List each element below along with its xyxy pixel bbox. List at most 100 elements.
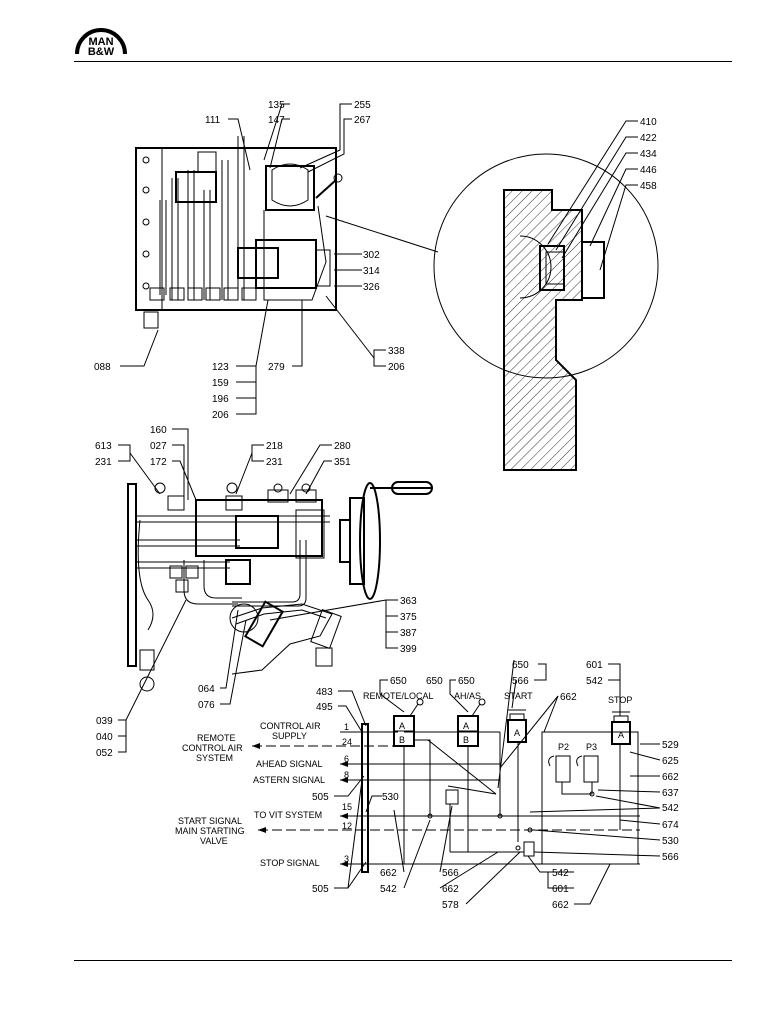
callout-674: 674 xyxy=(662,820,679,831)
callout-662a: 662 xyxy=(560,692,577,703)
callout-483: 483 xyxy=(316,687,333,698)
callout-542d: 542 xyxy=(552,868,569,879)
callout-052: 052 xyxy=(96,748,113,759)
valve-letter-a2: A xyxy=(463,721,469,731)
callout-387: 387 xyxy=(400,628,417,639)
callout-613: 613 xyxy=(95,441,112,452)
callout-650c: 650 xyxy=(426,676,443,687)
label-start-signal-1: START SIGNAL xyxy=(178,816,242,826)
terminal-24: 24 xyxy=(342,737,352,747)
callout-542b: 542 xyxy=(662,803,679,814)
label-start-signal-3: VALVE xyxy=(200,836,228,846)
callout-280: 280 xyxy=(334,441,351,452)
man-bw-logo: MAN B&W xyxy=(75,28,127,58)
callout-650b: 650 xyxy=(458,676,475,687)
label-p3: P3 xyxy=(586,742,597,752)
label-remote-local: REMOTE/LOCAL xyxy=(363,691,434,701)
callout-650d: 650 xyxy=(512,660,529,671)
terminal-15: 15 xyxy=(342,802,352,812)
callout-302: 302 xyxy=(363,250,380,261)
callout-064: 064 xyxy=(198,684,215,695)
label-ahead-signal: AHEAD SIGNAL xyxy=(256,759,323,769)
label-remote-2: CONTROL AIR xyxy=(182,743,243,753)
callout-326: 326 xyxy=(363,282,380,293)
callout-123: 123 xyxy=(212,362,229,373)
callout-135: 135 xyxy=(268,100,285,111)
callout-530a: 530 xyxy=(662,836,679,847)
callout-458: 458 xyxy=(640,181,657,192)
callout-530b: 530 xyxy=(382,792,399,803)
callout-196: 196 xyxy=(212,394,229,405)
label-p2: P2 xyxy=(558,742,569,752)
callout-218: 218 xyxy=(266,441,283,452)
callout-076: 076 xyxy=(198,700,215,711)
valve-letter-b1: B xyxy=(399,735,405,745)
label-control-air-2: SUPPLY xyxy=(272,731,307,741)
callout-505a: 505 xyxy=(312,792,329,803)
label-remote-3: SYSTEM xyxy=(196,753,233,763)
callout-363: 363 xyxy=(400,596,417,607)
callout-040: 040 xyxy=(96,732,113,743)
label-ah-as: AH/AS xyxy=(454,691,481,701)
callout-566a: 566 xyxy=(512,676,529,687)
terminal-8: 8 xyxy=(344,770,349,780)
callout-637: 637 xyxy=(662,788,679,799)
callout-495: 495 xyxy=(316,702,333,713)
pneumatic-schematic: REMOTE/LOCAL AH/AS START STOP CONTROL AI… xyxy=(175,659,679,911)
callout-039: 039 xyxy=(96,716,113,727)
callout-231b: 231 xyxy=(266,457,283,468)
label-stop-signal: STOP SIGNAL xyxy=(260,858,320,868)
valve-letter-b2: B xyxy=(463,735,469,745)
callout-206a: 206 xyxy=(388,362,405,373)
callout-279: 279 xyxy=(268,362,285,373)
callout-601a: 601 xyxy=(586,660,603,671)
callout-314: 314 xyxy=(363,266,380,277)
logo-text-man: MAN xyxy=(88,36,113,48)
callout-434: 434 xyxy=(640,149,657,160)
callout-410: 410 xyxy=(640,117,657,128)
callout-160: 160 xyxy=(150,425,167,436)
callout-111: 111 xyxy=(205,115,221,126)
label-start: START xyxy=(504,691,533,701)
terminal-3: 3 xyxy=(344,854,349,864)
callout-351: 351 xyxy=(334,457,351,468)
valve-letter-a4: A xyxy=(618,730,624,740)
terminal-1: 1 xyxy=(344,722,349,732)
callout-566c: 566 xyxy=(442,868,459,879)
callout-662e: 662 xyxy=(552,900,569,911)
label-astern-signal: ASTERN SIGNAL xyxy=(253,775,325,785)
callout-446: 446 xyxy=(640,165,657,176)
callout-529: 529 xyxy=(662,740,679,751)
footer-rule xyxy=(74,960,732,961)
callout-662b: 662 xyxy=(662,772,679,783)
callout-662d: 662 xyxy=(442,884,459,895)
callout-159: 159 xyxy=(212,378,229,389)
callout-088: 088 xyxy=(94,362,111,373)
detail-circle: 410 422 434 446 458 xyxy=(433,117,659,471)
callout-542a: 542 xyxy=(586,676,603,687)
terminal-12: 12 xyxy=(342,821,352,831)
label-remote-1: REMOTE xyxy=(197,733,236,743)
callout-601b: 601 xyxy=(552,884,569,895)
callout-027: 027 xyxy=(150,441,167,452)
label-control-air-1: CONTROL AIR xyxy=(260,721,321,731)
valve-letter-a1: A xyxy=(399,721,405,731)
callout-172: 172 xyxy=(150,457,167,468)
callout-566b: 566 xyxy=(662,852,679,863)
valve-letter-a3: A xyxy=(514,728,520,738)
top-assembly: 135 147 255 267 111 302 314 326 338 206 … xyxy=(94,100,439,421)
callout-505b: 505 xyxy=(312,884,329,895)
label-start-signal-2: MAIN STARTING xyxy=(175,826,245,836)
callout-375: 375 xyxy=(400,612,417,623)
callout-662c: 662 xyxy=(380,868,397,879)
header-rule xyxy=(74,61,732,62)
label-to-vit-system: TO VIT SYSTEM xyxy=(254,810,322,820)
callout-422: 422 xyxy=(640,133,657,144)
terminal-6: 6 xyxy=(344,754,349,764)
callout-578: 578 xyxy=(442,900,459,911)
callout-255: 255 xyxy=(354,100,371,111)
callout-625: 625 xyxy=(662,756,679,767)
callout-338: 338 xyxy=(388,346,405,357)
callout-231a: 231 xyxy=(95,457,112,468)
